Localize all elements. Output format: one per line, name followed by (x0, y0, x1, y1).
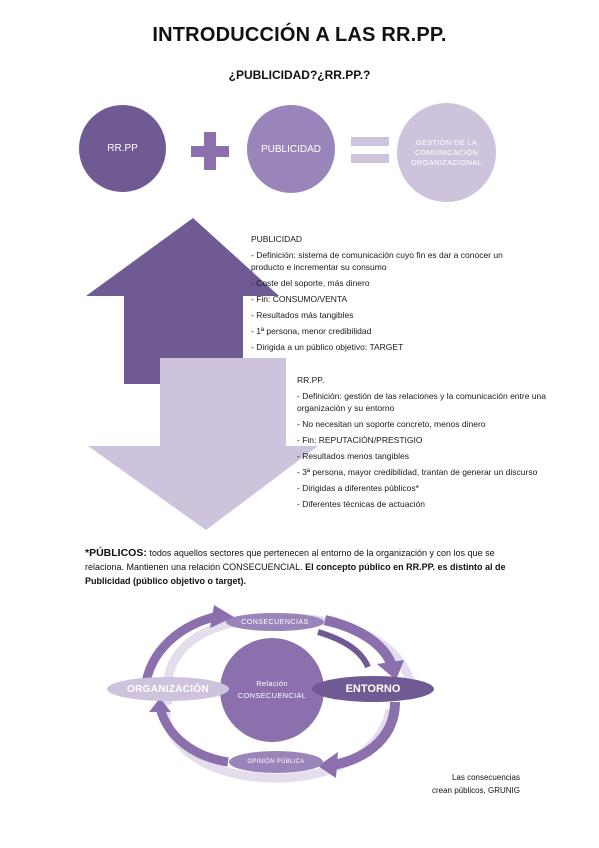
rrpp-block: RR.PP. - Definición: gestión de las rela… (297, 374, 552, 514)
publicidad-heading: PUBLICIDAD (251, 234, 303, 244)
up-arrow-icon (86, 218, 279, 384)
entorno-pill: ENTORNO (312, 676, 434, 702)
publicidad-circle: PUBLICIDAD (247, 105, 335, 193)
rrpp-item: - Resultados menos tangibles (297, 451, 409, 461)
organizacion-label: ORGANIZACIÓN (127, 683, 209, 695)
publicidad-item: - Dirigida a un público objetivo: TARGET (251, 342, 404, 352)
publicidad-circle-label: PUBLICIDAD (260, 143, 321, 155)
rrpp-heading: RR.PP. (297, 375, 325, 385)
publicidad-item: - Coste del soporte, más dinero (251, 278, 370, 288)
rrpp-item: - Definición: gestión de las relaciones … (297, 391, 546, 413)
publicos-paragraph: *PÚBLICOS: todos aquellos sectores que p… (85, 546, 515, 588)
publicos-bold-text: El concepto público en RR.PP. es distint… (85, 562, 506, 586)
rrpp-circle-label: RR.PP (107, 143, 138, 154)
gestion-circle-label: GESTIÓN DE LA COMUNICACIÓN ORGANIZACIONA… (410, 137, 483, 167)
equals-icon (351, 137, 389, 146)
publicos-label: *PÚBLICOS: (85, 547, 147, 559)
cycle-arrow-top-right (323, 615, 397, 668)
organizacion-pill: ORGANIZACIÓN (107, 677, 229, 701)
footnote: Las consecuencias crean públicos, GRUNIG (392, 771, 520, 797)
relacion-circle: Relación CONSECUENCIAL (220, 638, 324, 742)
cycle-arrow-bottom-right (331, 701, 400, 770)
opinion-publica-label: OPINIÓN PÚBLICA (247, 759, 305, 765)
consecuencias-label: CONSECUENCIAS (241, 618, 309, 626)
publicidad-item: - Definición: sistema de comunicación cu… (251, 250, 503, 272)
opinion-publica-pill: OPINIÓN PÚBLICA (229, 751, 323, 773)
cycle-arrow-top-left (140, 611, 220, 689)
rrpp-item: - Dirigidas a diferentes públicos* (297, 483, 419, 493)
page-title: INTRODUCCIÓN A LAS RR.PP. (152, 24, 447, 46)
rrpp-item: - Diferentes técnicas de actuación (297, 499, 426, 509)
cycle-arrow-bottom-left (155, 706, 229, 767)
down-arrow-icon (88, 358, 318, 530)
publicos-text: todos aquellos sectores que pertenecen a… (85, 548, 495, 572)
cycle-arrow-top-right-inner (317, 629, 371, 669)
rrpp-circle: RR.PP (79, 105, 166, 192)
arrowhead-icon (377, 660, 404, 680)
equals-icon-bottom (351, 154, 389, 163)
plus-icon-vertical (204, 132, 216, 170)
arrowhead-icon (318, 752, 338, 778)
rrpp-item: - 3ª persona, mayor credibilidad, tranta… (297, 467, 538, 477)
entorno-label: ENTORNO (345, 683, 401, 695)
publicidad-item: - Fin: CONSUMO/VENTA (251, 294, 348, 304)
publicidad-block: PUBLICIDAD - Definición: sistema de comu… (251, 233, 511, 357)
relacion-label: Relación CONSECUENCIAL (237, 679, 307, 700)
footnote-line: Las consecuencias (451, 773, 520, 782)
arrowhead-icon (210, 605, 234, 628)
publicidad-item: - Resultados más tangibles (251, 310, 354, 320)
publicidad-item: - 1ª persona, menor credibilidad (251, 326, 372, 336)
page-subtitle: ¿PUBLICIDAD?¿RR.PP.? (228, 68, 371, 82)
rrpp-item: - Fin: REPUTACIÓN/PRESTIGIO (297, 435, 423, 445)
rrpp-item: - No necesitan un soporte concreto, meno… (297, 419, 486, 429)
gestion-circle: GESTIÓN DE LA COMUNICACIÓN ORGANIZACIONA… (397, 103, 496, 202)
arrowhead-icon (149, 698, 171, 712)
footnote-line: crean públicos, GRUNIG (431, 786, 520, 795)
consecuencias-pill: CONSECUENCIAS (226, 613, 324, 631)
